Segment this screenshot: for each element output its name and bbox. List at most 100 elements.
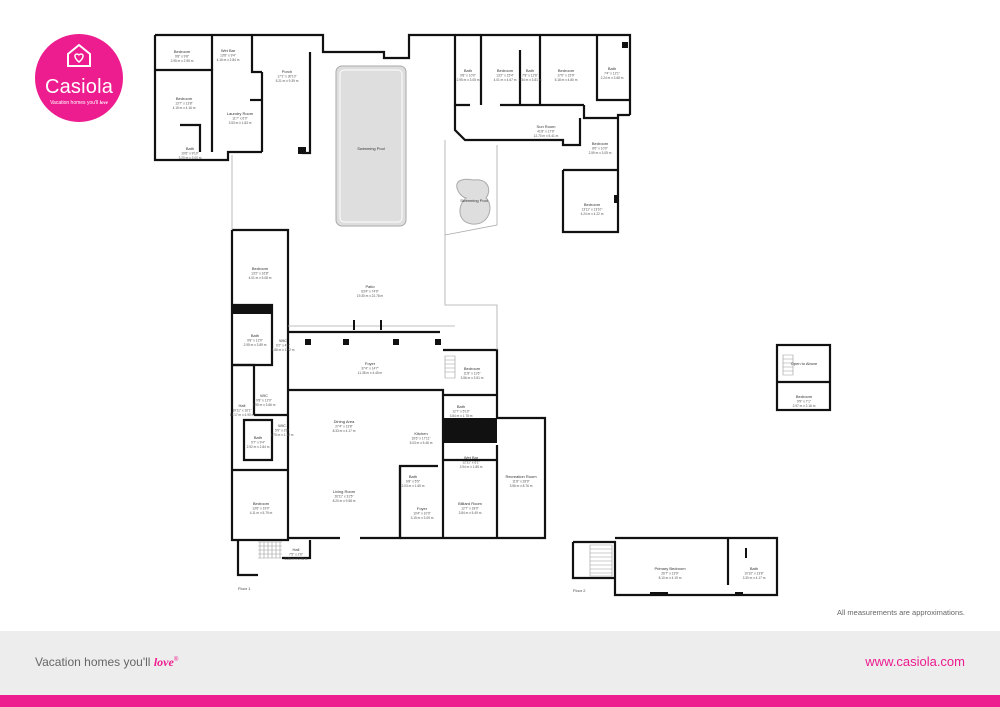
room-dimension: 8.33 m x 4.17 m bbox=[333, 429, 356, 433]
room-dimension: 2.95 m x 3.89 m bbox=[244, 343, 267, 347]
room-dimension: 8'6" x 10'0" bbox=[592, 146, 608, 150]
stairs-floor-1 bbox=[258, 355, 456, 559]
room-name: Patio bbox=[365, 284, 375, 289]
room-dimension: 8.10 m x 4.19 m bbox=[659, 576, 682, 580]
room-dimension: 13'2" x 15'4" bbox=[496, 73, 513, 77]
room-dimension: 7'4" x 12'1" bbox=[604, 71, 620, 75]
room-label-spa: Swimming Pool bbox=[460, 198, 488, 203]
room-name: Bedroom bbox=[584, 202, 601, 207]
room-dimension: 4.15 m x 4.16 m bbox=[173, 106, 196, 110]
spa bbox=[456, 178, 491, 225]
room-dimension: 2.95 m x 3.66 m bbox=[253, 403, 276, 407]
room-name: Bath bbox=[750, 566, 758, 571]
room-dimension: 5.21 m x 9.39 m bbox=[276, 79, 299, 83]
room-dimension: 26'7" x 13'9" bbox=[661, 571, 678, 575]
room-dimension: 9'8" x 9'8" bbox=[175, 54, 189, 58]
room-dimension: 7'5" x 2'6" bbox=[289, 552, 303, 556]
room-dimension: 4.24 m x 4.22 m bbox=[581, 212, 604, 216]
measurement-note: All measurements are approximations. bbox=[837, 608, 965, 617]
room-dimension: 9'9" x 7'1" bbox=[797, 399, 811, 403]
room-name: WIC bbox=[260, 393, 268, 398]
room-dimension: 2.34 m x 3.81 m bbox=[519, 78, 542, 82]
room-name: Laundry Room bbox=[227, 111, 254, 116]
room-dimension: 16'6" x 17'11" bbox=[411, 436, 430, 440]
brand-tagline-love: love bbox=[99, 101, 108, 106]
room-dimension: 9'7" x 9'4" bbox=[251, 440, 265, 444]
swimming-pool bbox=[335, 65, 407, 227]
room-name: Bedroom bbox=[174, 49, 191, 54]
room-name: Swimming Pool bbox=[357, 146, 385, 151]
room-dimension: 1.88 m x 1.22 m bbox=[272, 348, 295, 352]
room-dimension: 2.59 m x 3.05 m bbox=[589, 151, 612, 155]
room-dimension: 5.18 m x 4.80 m bbox=[555, 78, 578, 82]
room-name: Bedroom bbox=[252, 266, 269, 271]
room-dimension: 13'2" x 16'8" bbox=[251, 271, 268, 275]
room-name: Living Room bbox=[333, 489, 356, 494]
room-dimension: 12.70 m x 5.41 m bbox=[534, 134, 559, 138]
room-name: Kitchen bbox=[414, 431, 427, 436]
room-dimension: 13'8" x 9'4" bbox=[220, 53, 236, 57]
room-dimension: 11'8" x 11'6" bbox=[463, 371, 480, 375]
room-name: Open to Above bbox=[791, 361, 818, 366]
floor-2-walls bbox=[571, 343, 832, 597]
room-dimension: 11'8" x 28'9" bbox=[512, 479, 529, 483]
room-name: Bath bbox=[409, 474, 417, 479]
room-name: Billiard Room bbox=[458, 501, 482, 506]
floor-2-columns bbox=[650, 548, 747, 596]
footer-tagline-prefix: Vacation homes you'll bbox=[35, 655, 151, 669]
room-dimension: 37'4" x 14'7" bbox=[361, 366, 378, 370]
room-dimension: 3.56 m x 8.76 m bbox=[510, 484, 533, 488]
room-name: Primary Bedroom bbox=[654, 566, 686, 571]
room-name: Bath bbox=[526, 68, 534, 73]
room-name: Foyer bbox=[417, 506, 428, 511]
room-name: WIC bbox=[278, 423, 286, 428]
brand-logo: Casiola Vacation homes you'll love bbox=[35, 34, 123, 122]
room-dimension: 9'8" x 12'9" bbox=[247, 338, 263, 342]
room-dimension: 6'8" x 5'5" bbox=[406, 479, 420, 483]
room-dimension: 11.38 m x 4.45 m bbox=[358, 371, 383, 375]
floor-label-1: Floor 1 bbox=[238, 586, 251, 591]
footer-url[interactable]: www.casiola.com bbox=[865, 654, 965, 669]
brand-name: Casiola bbox=[44, 76, 114, 98]
columns bbox=[233, 42, 628, 443]
room-name: Bath bbox=[251, 333, 259, 338]
room-name: Bath bbox=[608, 66, 616, 71]
room-name: Wet Bar bbox=[464, 455, 479, 460]
room-name: Sun Room bbox=[537, 124, 557, 129]
room-name: Bath bbox=[186, 146, 194, 151]
footer-tagline-love: love bbox=[153, 655, 174, 669]
room-dimension: 8.20 m x 9.58 m bbox=[333, 499, 356, 503]
room-name: Bedroom bbox=[253, 501, 270, 506]
room-dimension: 3.53 m x 1.83 m bbox=[229, 121, 252, 125]
room-label-open-below: Open to Above bbox=[791, 361, 818, 366]
room-dimension: 17'0" x 15'9" bbox=[557, 73, 574, 77]
room-name: Hall bbox=[293, 547, 300, 552]
room-dimension: 12'7" x 5'10" bbox=[452, 409, 469, 413]
room-dimension: 19.30 m x 22.78 m bbox=[357, 294, 384, 298]
room-dimension: 13'11" x 13'10" bbox=[582, 207, 603, 211]
room-name: Bedroom bbox=[176, 96, 193, 101]
room-dimension: 10'10" x 13'8" bbox=[744, 571, 763, 575]
